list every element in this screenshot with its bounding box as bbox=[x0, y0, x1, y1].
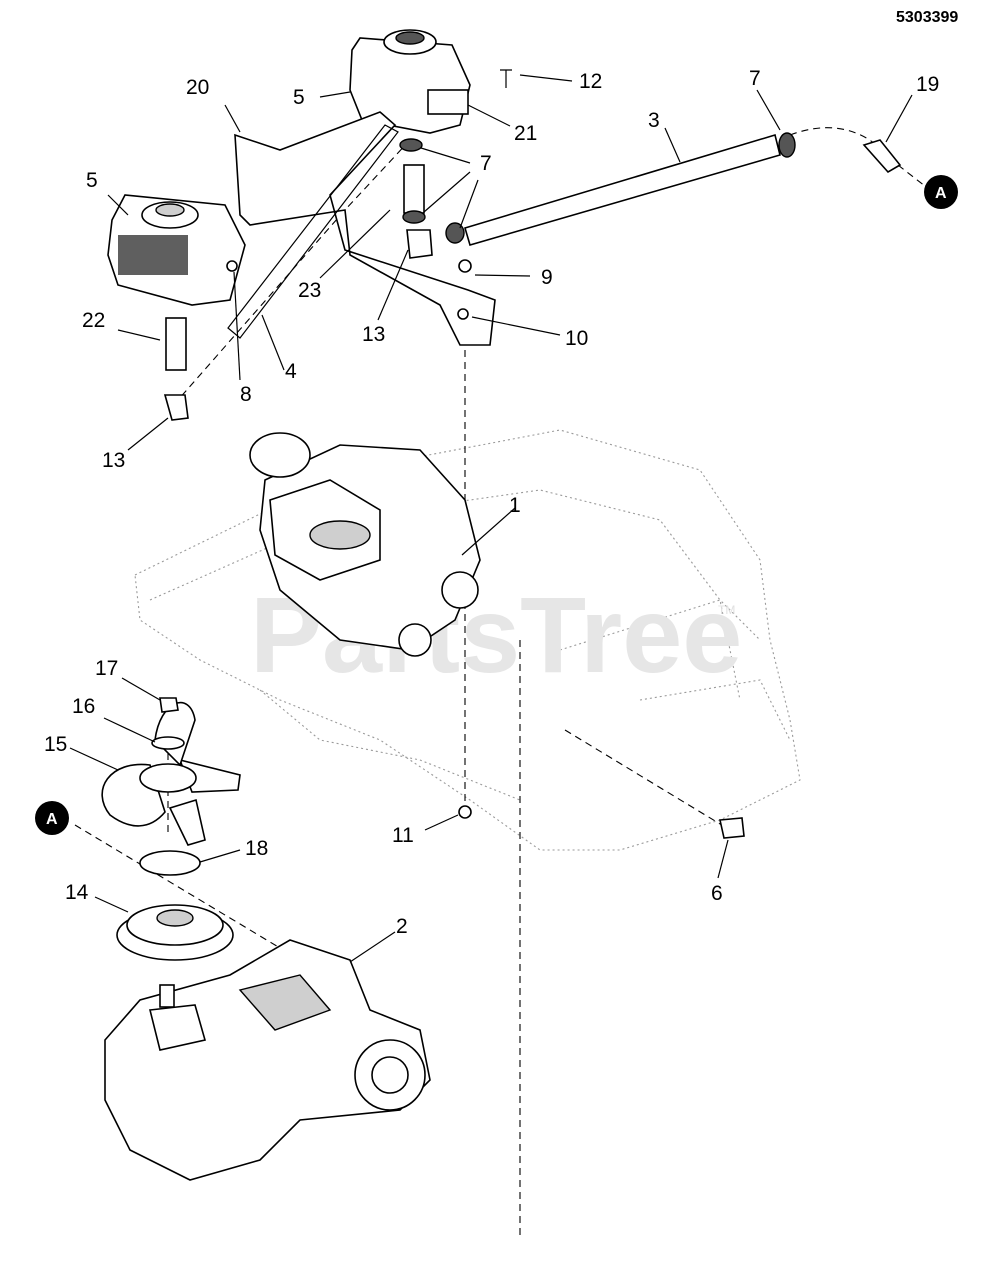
fan bbox=[101, 701, 241, 846]
callout-4: 4 bbox=[285, 360, 297, 383]
hose-clamp-right bbox=[778, 132, 796, 158]
washer-16 bbox=[151, 736, 185, 750]
callout-7-center: 7 bbox=[480, 152, 492, 175]
callout-13-center: 13 bbox=[362, 323, 385, 346]
pulley bbox=[116, 904, 234, 961]
callout-21: 21 bbox=[514, 122, 537, 145]
document-number: 5303399 bbox=[896, 9, 958, 26]
nut-11 bbox=[458, 805, 472, 819]
elbow-lower bbox=[163, 394, 189, 421]
callout-16: 16 bbox=[72, 695, 95, 718]
fitting-19 bbox=[862, 139, 902, 174]
callout-3: 3 bbox=[648, 109, 660, 132]
callout-11: 11 bbox=[392, 824, 414, 847]
nut-17 bbox=[159, 697, 179, 713]
center-fittings bbox=[399, 138, 465, 259]
transmission-upper bbox=[249, 432, 481, 657]
ref-marker-a-left: A bbox=[35, 801, 69, 835]
callout-8: 8 bbox=[240, 383, 252, 406]
washer-10 bbox=[457, 308, 469, 320]
callout-6: 6 bbox=[711, 882, 723, 905]
screw-12 bbox=[500, 69, 512, 88]
callout-5-lower: 5 bbox=[86, 169, 98, 192]
callout-9: 9 bbox=[541, 266, 553, 289]
bolt-6 bbox=[719, 817, 745, 839]
callout-leaders bbox=[69, 74, 913, 963]
callout-17: 17 bbox=[95, 657, 118, 680]
callout-2: 2 bbox=[396, 915, 408, 938]
callout-15: 15 bbox=[44, 733, 67, 756]
ref-marker-a-left-label: A bbox=[46, 811, 58, 828]
transmission-lower bbox=[104, 939, 431, 1181]
callout-12: 12 bbox=[579, 70, 602, 93]
ref-marker-a-right: A bbox=[924, 175, 958, 209]
callout-18: 18 bbox=[245, 837, 268, 860]
bracket bbox=[234, 111, 496, 346]
reservoir-upper bbox=[349, 29, 471, 134]
callout-7-right: 7 bbox=[749, 67, 761, 90]
callout-23: 23 bbox=[298, 279, 321, 302]
callout-1: 1 bbox=[509, 494, 521, 517]
ref-marker-a-right-label: A bbox=[935, 185, 947, 202]
callout-22: 22 bbox=[82, 309, 105, 332]
plate-18 bbox=[139, 850, 201, 876]
watermark-trademark: TM bbox=[718, 603, 735, 617]
callout-5-upper: 5 bbox=[293, 86, 305, 109]
callout-20: 20 bbox=[186, 76, 209, 99]
strap bbox=[227, 124, 399, 339]
tube-22 bbox=[165, 317, 187, 371]
hose bbox=[464, 133, 781, 246]
reservoir-lower bbox=[107, 194, 246, 306]
callout-14: 14 bbox=[65, 881, 89, 904]
callout-19: 19 bbox=[916, 73, 939, 96]
callout-10: 10 bbox=[565, 327, 588, 350]
callout-13-lower: 13 bbox=[102, 449, 125, 472]
screw-9 bbox=[458, 259, 472, 273]
bolt-8 bbox=[226, 260, 238, 272]
